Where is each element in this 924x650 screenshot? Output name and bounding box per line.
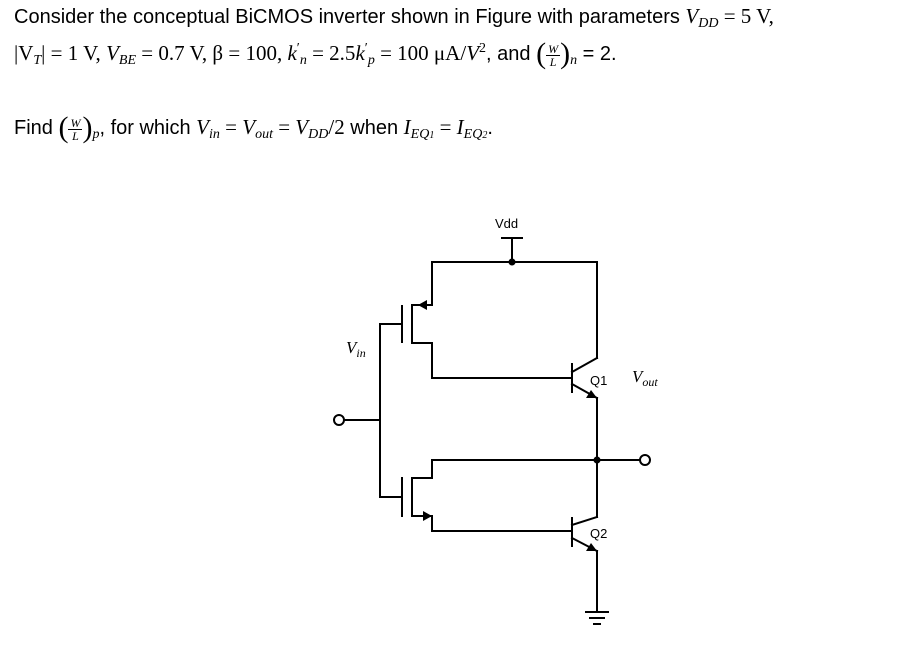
vdd-symbol: V — [685, 4, 699, 28]
nmos-transistor — [379, 459, 598, 532]
for-text: , for which — [99, 117, 197, 139]
vt-open: |V — [14, 41, 34, 65]
vbe-subscript: BE — [118, 53, 136, 68]
when-text: when — [344, 117, 404, 139]
kn-subscript: n — [299, 53, 307, 68]
kn-prime: ′ — [296, 41, 300, 56]
vdd-subscript: DD — [698, 16, 719, 31]
wl-p-subscript: p — [92, 127, 100, 142]
period: . — [487, 117, 493, 139]
l-denominator: L — [72, 129, 79, 143]
vout-symbol: V — [242, 115, 256, 139]
vdd-subscript: DD — [308, 127, 329, 142]
vdd-terminal — [501, 237, 523, 263]
w-numerator: W — [546, 42, 561, 56]
vout-subscript: out — [255, 127, 273, 142]
kp-prime: ′ — [364, 41, 368, 56]
q1-label: Q1 — [590, 373, 607, 388]
kn-equals: = 2.5 — [306, 41, 356, 65]
find-text: Find — [14, 117, 59, 139]
equals-1: = — [219, 115, 243, 139]
vout-terminal-icon — [639, 454, 651, 466]
ieq1-subscript: EQ1 — [410, 127, 435, 142]
vdd-value: = 5 V, — [718, 4, 774, 28]
vout-label: Vout — [632, 367, 658, 389]
intro-text: Consider the conceptual BiCMOS inverter … — [14, 6, 686, 28]
vdd-label: Vdd — [495, 216, 518, 231]
v-superscript: 2 — [479, 41, 487, 56]
wl-n-subscript: n — [570, 53, 578, 68]
l-denominator: L — [549, 55, 557, 69]
vdd-junction-dot — [508, 258, 516, 266]
ieq2-symbol: I — [456, 115, 464, 139]
problem-line-2: |VT| = 1 V, VBE = 0.7 V, β = 100, k′n = … — [14, 37, 617, 70]
vin-symbol: V — [196, 115, 209, 139]
pmos-transistor — [379, 304, 433, 379]
wl-n-value: = 2. — [582, 43, 617, 65]
vdd-symbol: V — [295, 115, 309, 139]
nmos-arrow-icon — [423, 511, 432, 521]
q2-emitter-arrow-icon — [586, 543, 597, 551]
kp-value: = 100 μA/ — [374, 41, 467, 65]
q2-label: Q2 — [590, 526, 607, 541]
vdd-rail-wire — [431, 261, 598, 359]
kp-symbol: k — [355, 41, 365, 65]
equals-3: = — [434, 115, 457, 139]
ieq2-subscript: EQ2 — [463, 127, 488, 142]
equals-2: = — [272, 115, 296, 139]
kp-subscript: p — [367, 53, 375, 68]
vt-value: | = 1 V, — [41, 41, 107, 65]
divide-by-two: /2 — [328, 115, 345, 139]
q1-emitter-arrow-icon — [586, 390, 597, 398]
problem-line-1: Consider the conceptual BiCMOS inverter … — [14, 2, 774, 38]
vbe-value: = 0.7 V, β = 100, — [136, 41, 288, 65]
output-junction-dot — [593, 456, 601, 464]
w-numerator: W — [68, 116, 83, 130]
and-text: , and — [486, 43, 537, 65]
ground-icon — [585, 611, 609, 625]
vin-terminal-icon — [333, 414, 345, 426]
vt-subscript: T — [33, 53, 42, 68]
pmos-arrow-icon — [418, 300, 427, 310]
v-symbol: V — [466, 41, 480, 65]
kn-symbol: k — [287, 41, 297, 65]
vin-subscript: in — [209, 127, 220, 142]
vbe-symbol: V — [106, 41, 119, 65]
ieq1-symbol: I — [403, 115, 411, 139]
vin-label: Vin — [346, 338, 366, 360]
